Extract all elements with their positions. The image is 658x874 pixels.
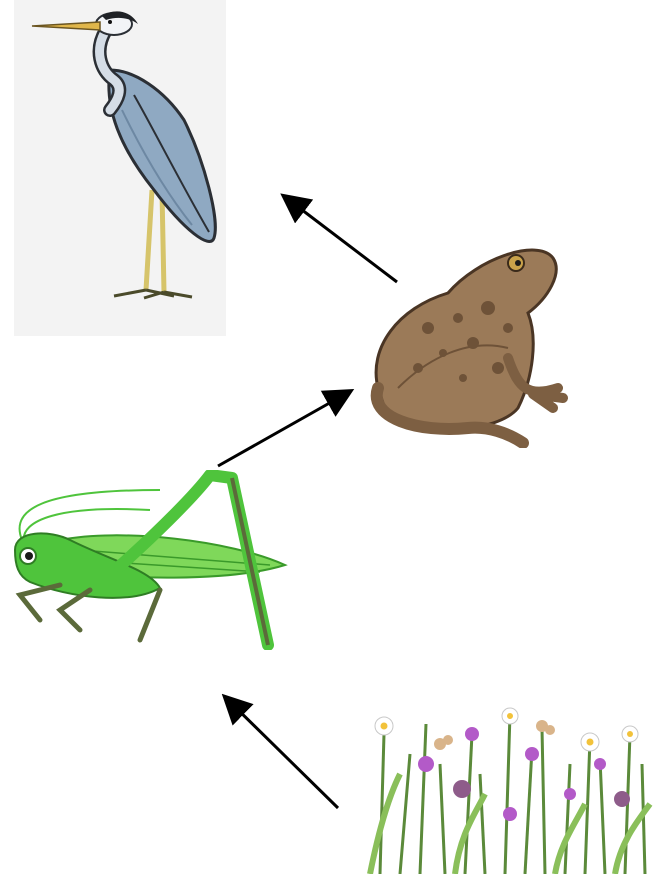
arrow-plants-to-grasshopper — [226, 698, 338, 808]
arrow-toad-to-heron — [285, 197, 397, 282]
arrow-grasshopper-to-toad — [218, 392, 349, 466]
